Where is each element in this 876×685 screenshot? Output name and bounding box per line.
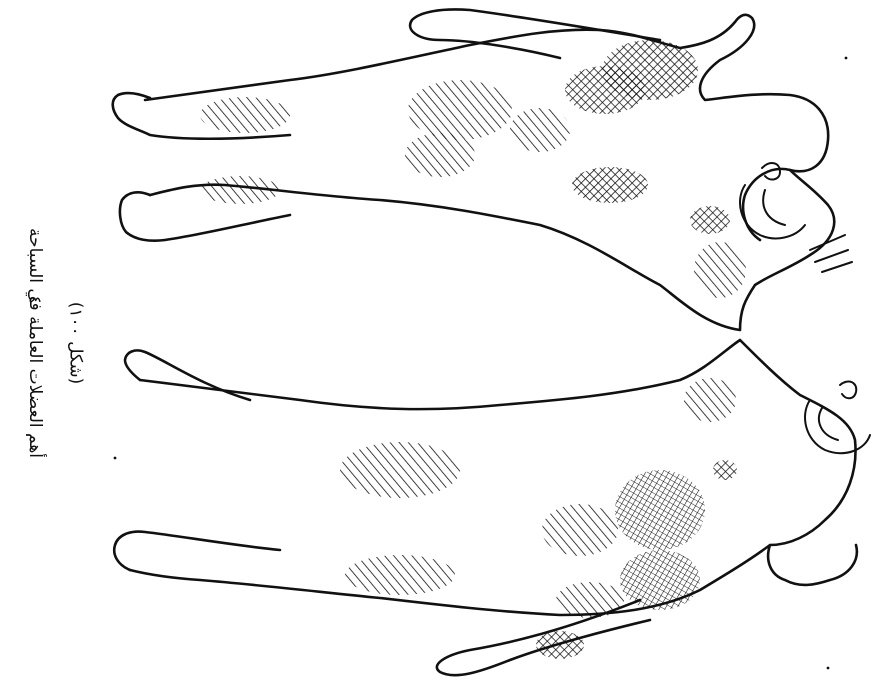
lower-water-swirl-1 <box>840 381 856 398</box>
figure-caption-number-column: (شكل ١٠٠) <box>55 0 95 685</box>
upper-water-swirl-3 <box>763 190 785 225</box>
upper-calf-muscle <box>200 97 290 133</box>
lower-shoulder-muscle <box>684 378 736 422</box>
figure-caption-text: أهم العضلات العاملة في السباحة <box>25 227 45 457</box>
upper-water-ripples <box>810 235 852 272</box>
page-marker: ٤ <box>25 295 45 304</box>
upper-upper-back-muscle <box>565 66 645 114</box>
page-speck-right <box>827 667 830 670</box>
lower-upper-back-muscle <box>615 470 705 550</box>
lower-gluteal-muscle <box>542 504 618 556</box>
figure-caption-number: (شكل ١٠٠) <box>65 301 85 384</box>
lower-swimmer-leg-bottom <box>114 532 280 570</box>
lower-arm-muscle <box>536 631 584 659</box>
lower-hip-muscle <box>556 582 624 618</box>
figure-caption-text-column: أهم العضلات العاملة في السباحة <box>15 0 55 685</box>
upper-back-lower-muscle <box>572 167 648 203</box>
lower-swimmer-figure <box>114 340 870 675</box>
page-speck-left <box>114 457 117 460</box>
upper-swimmer-figure <box>113 9 852 330</box>
page-marker-column: ٤ <box>15 280 55 320</box>
lower-swimmer-outline <box>130 340 857 615</box>
lower-swimmer-leg-top <box>125 350 250 400</box>
lower-lower-back-muscle <box>620 550 700 610</box>
upper-lower-back-muscle <box>408 80 512 140</box>
upper-thigh-muscle <box>405 133 475 177</box>
upper-calf-muscle-2 <box>200 176 280 204</box>
lower-water-swirl-3 <box>819 408 838 440</box>
page-speck-top <box>845 57 848 60</box>
lower-neck-muscle <box>713 460 737 480</box>
upper-gluteal-muscle <box>510 108 570 152</box>
upper-hip-muscle <box>690 206 730 234</box>
lower-calf-muscle <box>345 555 455 595</box>
lower-water-swirl-2 <box>805 400 870 453</box>
upper-chest-muscle <box>694 242 746 298</box>
lower-thigh-muscle <box>340 442 460 498</box>
